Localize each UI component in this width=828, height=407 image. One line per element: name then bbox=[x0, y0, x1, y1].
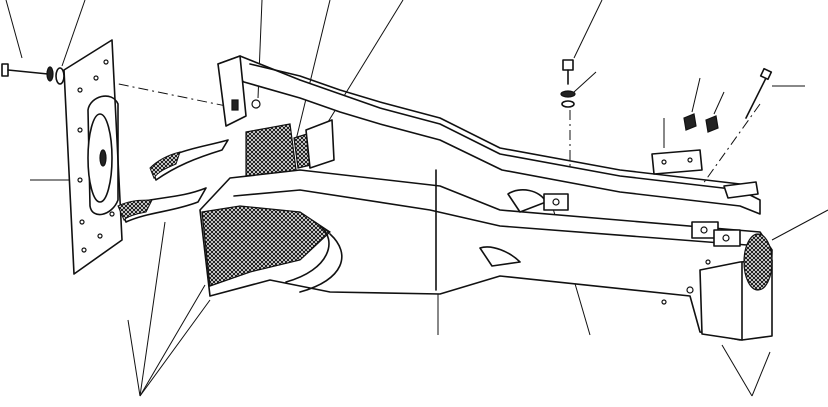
flange-hole bbox=[77, 177, 83, 183]
leader-small-bolt-a bbox=[691, 77, 701, 113]
body-tab bbox=[479, 246, 521, 267]
pad-hole bbox=[700, 226, 708, 234]
leader-liner-a bbox=[139, 221, 166, 397]
liner-strip-lower-hatch bbox=[117, 199, 153, 221]
bushing-end bbox=[743, 233, 773, 291]
end-bracket bbox=[217, 55, 247, 127]
bolt-head bbox=[1, 63, 9, 77]
frame-hole bbox=[661, 299, 667, 305]
pin bbox=[745, 67, 773, 119]
pin-head bbox=[759, 67, 773, 81]
pad-left bbox=[507, 189, 547, 213]
body-crease bbox=[233, 189, 761, 247]
leader-small-bolt-b bbox=[713, 91, 725, 115]
flange-hole bbox=[93, 75, 99, 81]
leader-plate-a bbox=[295, 0, 331, 141]
gusset bbox=[305, 119, 335, 169]
hub-bore bbox=[99, 149, 107, 167]
clamp-hole bbox=[661, 159, 667, 165]
lock-washer bbox=[46, 66, 54, 82]
clamp-hole bbox=[687, 157, 693, 163]
flange-hub bbox=[87, 95, 119, 216]
socket-curve bbox=[285, 225, 330, 283]
socket-curve-outer bbox=[299, 233, 343, 293]
bracket-nut bbox=[231, 99, 239, 111]
leader-liner-c bbox=[139, 299, 211, 397]
flange-hole bbox=[109, 211, 115, 217]
centerline-right bbox=[699, 103, 761, 189]
flange-hole bbox=[103, 59, 109, 65]
clamp-plate bbox=[651, 149, 703, 175]
leader-bolt bbox=[5, 0, 23, 59]
top-bolt-head bbox=[562, 59, 574, 71]
leader-plate-b bbox=[319, 0, 404, 136]
small-bolt-a bbox=[683, 113, 697, 131]
leader-lines bbox=[5, 0, 828, 397]
leader-liner-b bbox=[139, 284, 206, 397]
flange-hole bbox=[77, 127, 83, 133]
flat-washer bbox=[55, 67, 65, 85]
leader-end-a bbox=[721, 344, 753, 397]
pad-hole bbox=[722, 234, 730, 242]
upper-rail bbox=[217, 55, 761, 215]
flange-hole bbox=[81, 247, 87, 253]
flange-hole bbox=[77, 87, 83, 93]
small-bolts bbox=[683, 113, 719, 133]
pad-hole bbox=[552, 198, 560, 206]
frame-hole bbox=[686, 286, 694, 294]
liner-strip-upper-hatch bbox=[149, 151, 181, 180]
top-block bbox=[723, 181, 759, 199]
flange-hole bbox=[79, 219, 85, 225]
leader-end-b bbox=[751, 351, 771, 397]
leader-top-washer bbox=[573, 71, 597, 93]
pin-shaft bbox=[745, 73, 769, 119]
bolt-assembly-left bbox=[1, 63, 65, 85]
flange-hole bbox=[97, 233, 103, 239]
frame-hole bbox=[705, 259, 711, 265]
top-washer-lock bbox=[560, 90, 576, 98]
leader-top-bolt bbox=[573, 0, 603, 59]
leader-liner-d bbox=[127, 319, 141, 397]
small-bolt-b bbox=[705, 115, 719, 133]
frame-body bbox=[199, 55, 773, 341]
leader-washer bbox=[61, 0, 86, 67]
leader-bushing bbox=[771, 209, 828, 241]
top-bolt-assembly bbox=[560, 59, 576, 108]
flange-plate bbox=[63, 39, 123, 275]
bracket-hole bbox=[251, 99, 261, 109]
clamp-outline bbox=[651, 149, 703, 175]
hatched-socket bbox=[201, 205, 331, 287]
upper-rail-edge bbox=[249, 63, 741, 185]
bolt-shank bbox=[7, 69, 49, 75]
liner-strips bbox=[117, 139, 229, 223]
top-washer-flat bbox=[561, 100, 575, 108]
